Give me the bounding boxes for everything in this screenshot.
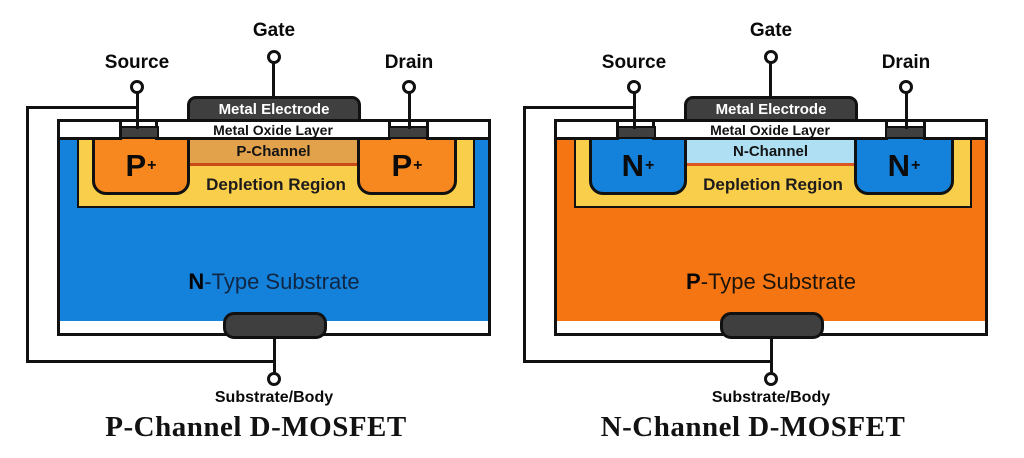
diagram-n-channel-dmosfet: N+ N+ N-Channel Depletion Region P-Type … (497, 0, 1009, 458)
oxide-segment-left (57, 119, 122, 140)
diagram-title: N-Channel D-MOSFET (600, 411, 906, 443)
body-contact (223, 312, 327, 339)
gate-label: Gate (749, 20, 793, 41)
drain-terminal-node (402, 80, 416, 94)
source-label: Source (601, 52, 667, 73)
diagram-title: P-Channel D-MOSFET (105, 411, 407, 443)
gate-terminal-node (267, 50, 281, 64)
source-body-tie-wire-top (523, 106, 635, 109)
oxide-segment-right (426, 119, 491, 140)
drain-lead-line (905, 93, 908, 129)
source-terminal-node (627, 80, 641, 94)
drain-terminal-node (899, 80, 913, 94)
drain-label: Drain (384, 52, 434, 73)
body-lead-line (273, 338, 276, 373)
metal-electrode: Metal Electrode (187, 96, 361, 122)
metal-electrode: Metal Electrode (684, 96, 858, 122)
depletion-region-label: Depletion Region (206, 175, 346, 194)
drain-well-region: N+ (854, 136, 954, 195)
gate-label: Gate (252, 20, 296, 41)
body-label: Substrate/Body (214, 389, 334, 406)
diagram-p-channel-dmosfet: P+ P+ P-Channel Depletion Region N-Type … (26, 20, 491, 443)
channel-region-label: P-Channel (190, 136, 357, 166)
source-well-region: P+ (92, 136, 190, 195)
drain-lead-line (408, 93, 411, 129)
source-lead-line (136, 93, 139, 129)
source-body-tie-wire-vertical (523, 106, 526, 363)
gate-terminal-node (764, 50, 778, 64)
drain-label: Drain (881, 52, 931, 73)
metal-oxide-layer: Metal Oxide Layer (652, 119, 888, 140)
source-contact (617, 126, 656, 139)
source-body-tie-wire-vertical (26, 106, 29, 363)
source-lead-line (633, 93, 636, 129)
substrate-label: N-Type Substrate (188, 269, 360, 294)
gate-lead-line (769, 62, 772, 98)
body-contact (720, 312, 824, 339)
source-body-tie-wire-bottom (523, 360, 772, 363)
depletion-region-label: Depletion Region (703, 175, 843, 194)
source-body-tie-wire-top (26, 106, 138, 109)
body-terminal-node (764, 372, 778, 386)
gate-lead-line (272, 62, 275, 98)
substrate-label: P-Type Substrate (686, 269, 856, 294)
source-label: Source (104, 52, 170, 73)
body-lead-line (770, 338, 773, 373)
body-label: Substrate/Body (711, 389, 831, 406)
metal-oxide-layer: Metal Oxide Layer (155, 119, 391, 140)
source-terminal-node (130, 80, 144, 94)
source-contact (120, 126, 159, 139)
channel-region-label: N-Channel (687, 136, 854, 166)
oxide-segment-left (554, 119, 619, 140)
body-terminal-node (267, 372, 281, 386)
source-body-tie-wire-bottom (26, 360, 275, 363)
oxide-segment-right (923, 119, 988, 140)
